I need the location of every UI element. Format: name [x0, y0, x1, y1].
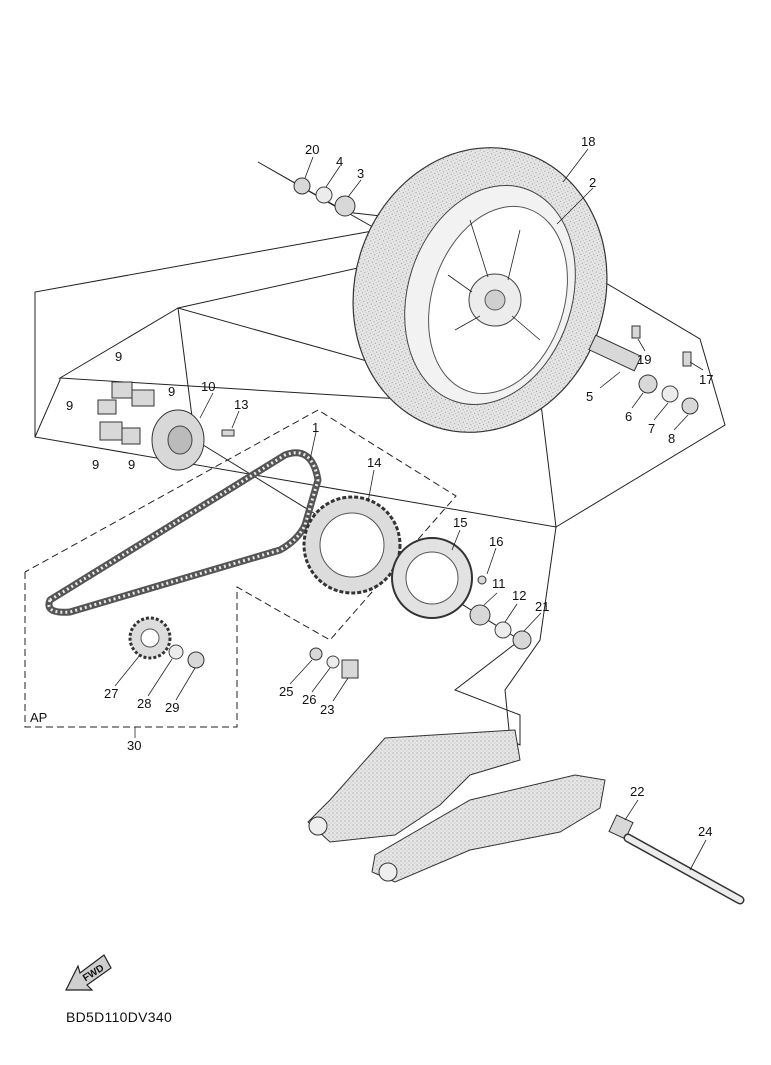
callout-5: 5 [586, 389, 593, 404]
callout-21: 21 [535, 599, 549, 614]
callout-17: 17 [699, 372, 713, 387]
callout-9-left: 9 [66, 398, 73, 413]
nut-25 [309, 647, 323, 661]
callout-27: 27 [104, 686, 118, 701]
drive-chain [45, 449, 322, 616]
washer-28 [168, 644, 184, 660]
callout-9-bottom-right: 9 [128, 457, 135, 472]
callout-1: 1 [312, 420, 319, 435]
callout-14: 14 [367, 455, 381, 470]
callout-18: 18 [581, 134, 595, 149]
plug-16 [477, 575, 487, 585]
callout-28: 28 [137, 696, 151, 711]
diagram-code: BD5D110DV340 [66, 1009, 172, 1025]
axle-group-line [34, 378, 61, 438]
callout-9-bottom-left: 9 [92, 457, 99, 472]
callout-23: 23 [320, 702, 334, 717]
nut-29 [187, 651, 205, 669]
oil-seal-4 [315, 186, 333, 204]
callout-leaders [114, 148, 707, 871]
assembly-ap-frame [24, 409, 457, 728]
drive-sprocket [128, 616, 172, 660]
callout-4: 4 [336, 154, 343, 169]
callout-25: 25 [279, 684, 293, 699]
callout-12: 12 [512, 588, 526, 603]
callout-20: 20 [305, 142, 319, 157]
chain-puller-22 [608, 814, 634, 840]
collar-20 [293, 177, 311, 195]
collar-21 [512, 630, 532, 650]
spacer-5 [588, 334, 642, 372]
sprocket-guard-plate [391, 537, 473, 619]
callout-29: 29 [165, 700, 179, 715]
callout-15: 15 [453, 515, 467, 530]
fwd-arrow-icon: FWD [65, 954, 112, 991]
rear-sprocket [302, 495, 402, 595]
rear-axle-24 [623, 833, 745, 905]
callout-8: 8 [668, 431, 675, 446]
callout-3: 3 [357, 166, 364, 181]
callout-19: 19 [637, 352, 651, 367]
callout-26: 26 [302, 692, 316, 707]
assembly-ap-label: AP [30, 710, 47, 725]
valve-17 [682, 351, 692, 367]
callout-7: 7 [648, 421, 655, 436]
callout-22: 22 [630, 784, 644, 799]
rear-wheel-rim [428, 205, 568, 395]
collar-13 [221, 429, 235, 437]
callout-30: 30 [127, 738, 141, 753]
callout-6: 6 [625, 409, 632, 424]
valve-19 [631, 325, 641, 339]
collar-8 [681, 397, 699, 415]
drive-chain-links [47, 451, 320, 614]
washer-26 [326, 655, 340, 669]
bearing-11 [469, 604, 491, 626]
callout-16: 16 [489, 534, 503, 549]
callout-9-right: 9 [168, 384, 175, 399]
callout-13: 13 [234, 397, 248, 412]
callout-labels: 1 2 3 4 5 6 7 8 9 9 9 9 9 10 11 12 13 14… [66, 134, 713, 839]
callout-24: 24 [698, 824, 712, 839]
oil-seal-12 [494, 621, 512, 639]
callout-10: 10 [201, 379, 215, 394]
swingarm [307, 729, 606, 883]
oil-seal-7 [661, 385, 679, 403]
bearing-6 [638, 374, 658, 394]
callout-9-top: 9 [115, 349, 122, 364]
driven-sprocket-flange [151, 409, 205, 471]
hub-damper-set [97, 381, 155, 445]
chain-puller-23 [341, 659, 359, 679]
callout-2: 2 [589, 175, 596, 190]
bearing-3 [334, 195, 356, 217]
callout-11: 11 [492, 576, 506, 591]
